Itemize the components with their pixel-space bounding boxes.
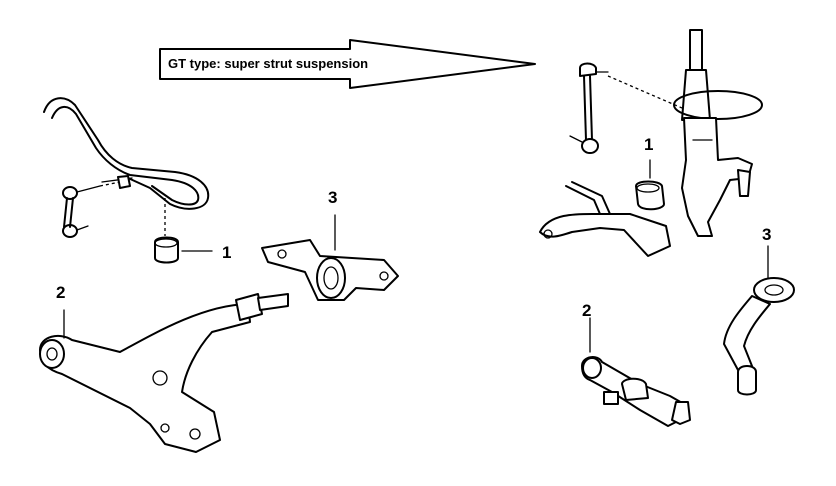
right-label-1: 1 bbox=[644, 135, 653, 154]
left-bushing: 1 bbox=[154, 198, 231, 264]
right-label-2: 2 bbox=[582, 301, 591, 320]
right-strut bbox=[673, 29, 763, 237]
left-group: 1 3 2 bbox=[39, 97, 399, 453]
right-stabilizer-bar bbox=[539, 181, 671, 257]
left-label-2: 2 bbox=[56, 283, 65, 302]
left-label-1: 1 bbox=[222, 243, 231, 262]
right-stabilizer-link bbox=[569, 62, 683, 154]
left-bushing-bracket: 3 bbox=[261, 188, 399, 301]
left-lower-arm: 2 bbox=[39, 283, 289, 453]
right-label-3: 3 bbox=[762, 225, 771, 244]
right-group: 1 2 3 bbox=[539, 29, 795, 427]
right-bushing: 1 bbox=[635, 135, 665, 211]
caption-arrow: GT type: super strut suspension bbox=[159, 39, 536, 89]
left-stabilizer-link bbox=[62, 175, 131, 238]
caption-text: GT type: super strut suspension bbox=[168, 56, 368, 71]
left-label-3: 3 bbox=[328, 188, 337, 207]
right-upper-arm: 3 bbox=[723, 225, 795, 396]
right-lower-arm: 2 bbox=[581, 301, 691, 427]
